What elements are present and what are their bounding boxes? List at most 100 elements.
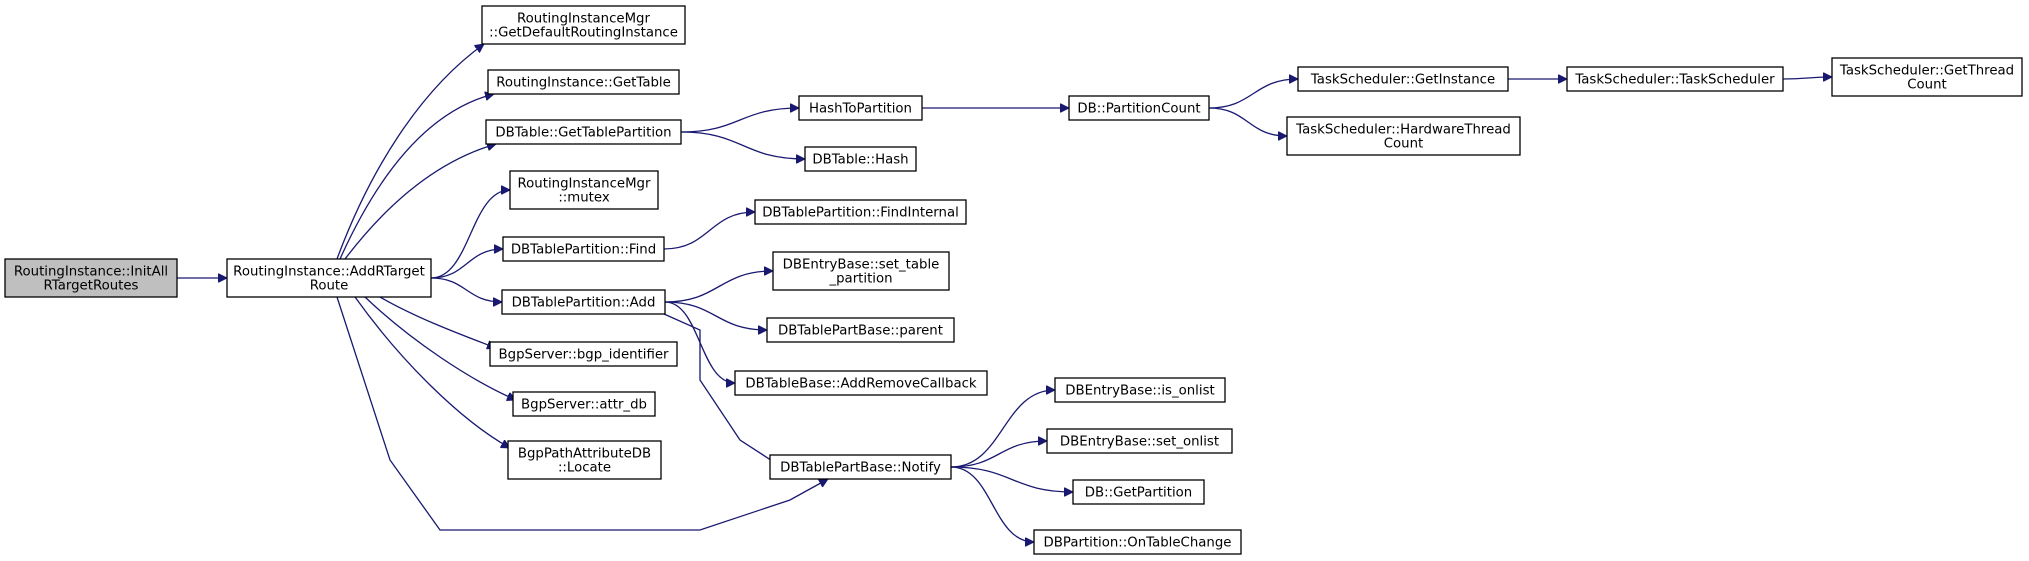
edge-n4-to-n12 [680,108,799,133]
edge-n11-to-n25 [950,466,1073,492]
node-n16[interactable]: DBTablePartBase::parent [766,317,955,343]
node-n26[interactable]: DBPartition::OnTableChange [1033,529,1242,555]
node-box [1054,377,1226,403]
node-box [1072,479,1205,505]
node-label-line: DB::GetPartition [1085,486,1192,501]
node-box [1286,116,1521,156]
node-n2[interactable]: RoutingInstanceMgr::GetDefaultRoutingIns… [481,5,686,45]
node-box [4,258,178,298]
node-label-line: RTargetRoutes [44,279,139,294]
node-label-line: RoutingInstance::GetTable [496,76,671,91]
node-n15[interactable]: DBEntryBase::set_table_partition [772,251,950,291]
node-label-line: DBPartition::OnTableChange [1044,536,1232,551]
node-label-line: DBTable::Hash [812,153,908,168]
node-box [1831,57,2023,97]
node-n25[interactable]: DB::GetPartition [1072,479,1205,505]
edge-n1-to-n6 [430,249,503,279]
node-n7[interactable]: DBTablePartition::Add [501,289,666,315]
node-box [481,5,686,45]
node-label-line: ::Locate [558,461,611,476]
node-n18[interactable]: DB::PartitionCount [1068,95,1210,121]
edge-n1-to-n9 [364,296,516,400]
node-box [1046,428,1233,454]
node-label-line: DBTablePartition::Add [512,296,656,311]
edge-n7-to-n15 [664,271,773,303]
edge-n4-to-n13 [680,131,805,159]
node-box [804,146,917,172]
node-box [502,236,665,262]
node-n14[interactable]: DBTablePartition::FindInternal [754,199,967,225]
node-label-line: DBTablePartBase::parent [778,324,943,339]
node-label-line: DBTablePartition::Find [511,243,656,258]
edge-n7-to-n16 [664,301,767,330]
edge-n1-to-n4 [344,144,496,260]
node-n3[interactable]: RoutingInstance::GetTable [487,69,680,95]
node-box [507,440,662,480]
node-label-line: TaskScheduler::TaskScheduler [1574,73,1775,88]
node-box [1068,95,1210,121]
node-label-line: HashToPartition [809,102,912,117]
node-n12[interactable]: HashToPartition [798,95,923,121]
node-label-line: DBTablePartBase::Notify [780,461,941,476]
node-n21[interactable]: TaskScheduler::TaskScheduler [1566,66,1784,92]
node-label-line: BgpServer::bgp_identifier [499,348,670,363]
node-n4[interactable]: DBTable::GetTablePartition [485,119,682,145]
node-box [1566,66,1784,92]
node-label-line: DB::PartitionCount [1077,102,1200,117]
edge-n18-to-n20 [1208,107,1287,136]
node-n6[interactable]: DBTablePartition::Find [502,236,665,262]
edge-n11-to-n23 [950,390,1055,468]
node-box [772,251,950,291]
node-box [754,199,967,225]
edge-n1-to-n11 [336,296,828,531]
node-label-line: DBEntryBase::set_onlist [1060,435,1219,450]
node-n19[interactable]: TaskScheduler::GetInstance [1297,66,1509,92]
node-box [512,391,656,417]
edges-layer [177,44,1832,542]
node-n9[interactable]: BgpServer::attr_db [512,391,656,417]
node-box [509,170,659,210]
edge-n21-to-n22 [1782,77,1832,79]
edge-n18-to-n19 [1208,79,1298,109]
node-label-line: Route [310,279,349,294]
node-n17[interactable]: DBTableBase::AddRemoveCallback [734,370,988,396]
node-label-line: TaskScheduler::HardwareThread [1295,123,1511,138]
node-label-line: ::mutex [558,191,610,206]
node-label-line: DBEntryBase::set_table [783,258,940,273]
node-box [798,95,923,121]
node-box [226,258,432,298]
edge-n1-to-n2 [336,44,484,260]
node-n10[interactable]: BgpPathAttributeDB::Locate [507,440,662,480]
node-label-line: RoutingInstanceMgr [518,177,651,192]
node-n8[interactable]: BgpServer::bgp_identifier [489,341,678,367]
node-label-line: DBTableBase::AddRemoveCallback [745,377,977,392]
edge-n6-to-n14 [663,212,755,250]
nodes-layer: RoutingInstance::InitAllRTargetRoutesRou… [4,5,2023,555]
node-label-line: Count [1384,137,1424,152]
node-box [485,119,682,145]
edge-n1-to-n8 [379,296,496,348]
edge-n11-to-n26 [950,466,1034,542]
node-n11[interactable]: DBTablePartBase::Notify [769,454,952,480]
node-box [501,289,666,315]
node-n24[interactable]: DBEntryBase::set_onlist [1046,428,1233,454]
node-box [1297,66,1509,92]
edge-n11-to-n24 [950,441,1047,468]
node-n13[interactable]: DBTable::Hash [804,146,917,172]
edge-n1-to-n10 [354,296,510,449]
node-n23[interactable]: DBEntryBase::is_onlist [1054,377,1226,403]
node-label-line: Count [1907,78,1947,93]
edge-n1-to-n5 [430,190,510,279]
node-n5[interactable]: RoutingInstanceMgr::mutex [509,170,659,210]
node-label-line: BgpServer::attr_db [521,398,647,413]
node-label-line: RoutingInstanceMgr [517,12,650,27]
node-box [769,454,952,480]
edge-n1-to-n7 [430,277,502,302]
node-label-line: RoutingInstance::AddRTarget [233,265,425,280]
edge-n1-to-n3 [339,94,494,260]
